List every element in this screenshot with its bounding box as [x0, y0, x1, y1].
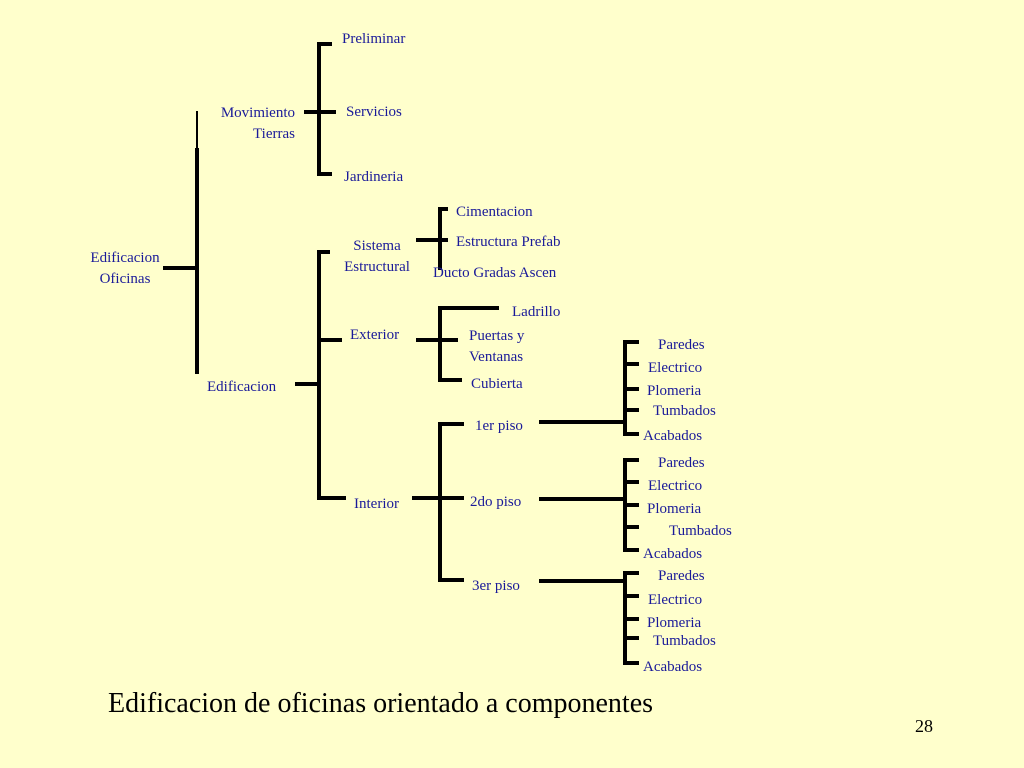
node-interior: Interior	[354, 496, 399, 512]
node-movimiento-tierras: Movimiento Tierras	[209, 103, 295, 145]
node-ducto-gradas-ascen: Ducto Gradas Ascen	[433, 265, 557, 281]
node-2do-piso: 2do piso	[470, 494, 522, 510]
node-preliminar: Preliminar	[342, 31, 406, 47]
node-plomeria: Plomeria	[647, 383, 702, 399]
node-cubierta: Cubierta	[471, 376, 523, 392]
node-electrico: Electrico	[648, 478, 703, 494]
slide-caption: Edificacion de oficinas orientado a comp…	[108, 688, 654, 719]
node-label: Sistema Estructural	[344, 238, 410, 275]
node-plomeria: Plomeria	[647, 615, 702, 631]
node-paredes: Paredes	[658, 568, 705, 584]
node-tumbados: Tumbados	[653, 633, 716, 649]
node-label: Puertas y Ventanas	[469, 328, 525, 365]
node-cimentacion: Cimentacion	[456, 204, 533, 220]
node-acabados: Acabados	[643, 428, 703, 444]
node-tumbados: Tumbados	[653, 403, 716, 419]
node-tumbados: Tumbados	[669, 523, 732, 539]
page-number: 28	[915, 716, 933, 736]
node-jardineria: Jardineria	[344, 169, 404, 185]
node-label: Movimiento Tierras	[220, 105, 295, 142]
node-servicios: Servicios	[346, 104, 402, 120]
node-acabados: Acabados	[643, 659, 703, 675]
node-edificacion: Edificacion	[207, 379, 277, 395]
node-ladrillo: Ladrillo	[512, 304, 561, 320]
node-paredes: Paredes	[658, 337, 705, 353]
node-3er-piso: 3er piso	[472, 578, 520, 594]
node-acabados: Acabados	[643, 546, 703, 562]
node-exterior: Exterior	[350, 327, 400, 343]
node-electrico: Electrico	[648, 360, 703, 376]
node-estructura-prefab: Estructura Prefab	[456, 234, 561, 250]
node-plomeria: Plomeria	[647, 501, 702, 517]
node-1er-piso: 1er piso	[475, 418, 523, 434]
node-puertas-ventanas: Puertas y Ventanas	[469, 326, 524, 368]
node-paredes: Paredes	[658, 455, 705, 471]
node-label-line: Edificacion Oficinas	[90, 250, 160, 287]
node-edificacion-oficinas: Edificacion Oficinas	[90, 248, 159, 290]
node-electrico: Electrico	[648, 592, 703, 608]
node-sistema-estructural: Sistema Estructural	[344, 236, 410, 278]
